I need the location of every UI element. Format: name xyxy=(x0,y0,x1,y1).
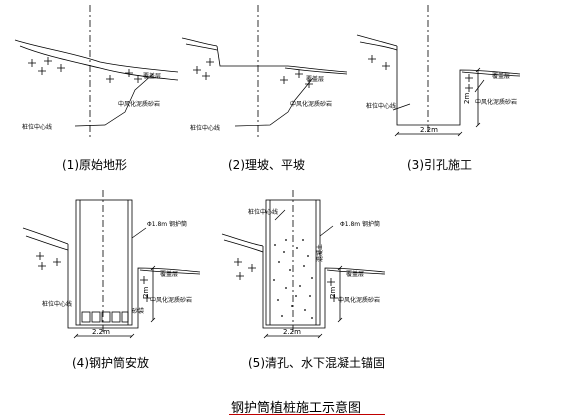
caption-step-5: (5)清孔、水下混凝土锚固 xyxy=(248,356,385,370)
steps-4-labels-rock-label: 中风化泥质砂岩 xyxy=(338,296,380,304)
caption-step-2: (2)理坡、平坡 xyxy=(228,158,305,172)
steps-1-labels-rock-label: 中风化泥质砂岩 xyxy=(290,100,332,108)
figure-title: 钢护筒植桩施工示意图 xyxy=(231,401,362,416)
leader-lines xyxy=(74,73,154,127)
steps-0-labels-soil-label: 覆盖层 xyxy=(143,72,161,80)
caption-step-1: (1)原始地形 xyxy=(62,158,127,172)
steps-2-labels-soil-label: 覆盖层 xyxy=(492,72,510,80)
steps-3-labels-sandbag-label: 砂袋 xyxy=(132,307,144,315)
steps-4-labels-casing-label: Φ1.8m 钢护筒 xyxy=(340,220,380,228)
steps-2-labels-depth-label: 2m xyxy=(463,93,471,104)
steps-3-labels-width-label: 2.2m xyxy=(92,328,110,336)
steel-casing xyxy=(75,199,133,326)
steps-1-labels-soil-label: 覆盖层 xyxy=(306,75,324,83)
steps-3-labels-depth-label: 2m xyxy=(142,287,150,298)
steps-2-labels-rock-label: 中风化泥质砂岩 xyxy=(475,98,517,106)
steps-2-labels-centerline-label: 桩位中心线 xyxy=(366,102,396,110)
steps-3-labels-casing-label: Φ1.8m 钢护筒 xyxy=(147,220,187,228)
concrete-fill xyxy=(273,239,313,319)
steps-4-labels-concrete-label: 混凝土 xyxy=(316,244,324,262)
steps-2-labels-width-label: 2.2m xyxy=(420,126,438,134)
steps-3-labels-centerline-label: 桩位中心线 xyxy=(42,300,72,308)
panel-3-pre-drilling xyxy=(356,5,521,137)
steps-1-labels-centerline-label: 桩位中心线 xyxy=(190,124,220,132)
steps-4-labels-soil-label: 覆盖层 xyxy=(346,270,364,278)
soil-cross-marks xyxy=(28,57,142,83)
caption-step-3: (3)引孔施工 xyxy=(407,158,472,172)
steps-0-labels-centerline-label: 桩位中心线 xyxy=(22,123,52,131)
steps-0-labels-rock-label: 中风化泥质砂岩 xyxy=(118,100,160,108)
figure-title-underline xyxy=(229,414,385,415)
steps-3-labels-soil-label: 覆盖层 xyxy=(160,270,178,278)
steps-3-labels-rock-label: 中风化泥质砂岩 xyxy=(150,296,192,304)
sandbags xyxy=(81,311,129,323)
panel-5-concrete-anchoring xyxy=(221,190,386,339)
steps-4-labels-width-label: 2.2m xyxy=(283,328,301,336)
steps-4-labels-depth-label: 2m xyxy=(329,287,337,298)
panel-1-original-terrain xyxy=(14,5,179,140)
panel-2-trimmed-slope xyxy=(181,5,348,140)
panel-4-casing-placement xyxy=(22,190,201,339)
steps-4-labels-centerline-label: 桩位中心线 xyxy=(248,208,278,216)
caption-step-4: (4)钢护筒安放 xyxy=(72,356,149,370)
